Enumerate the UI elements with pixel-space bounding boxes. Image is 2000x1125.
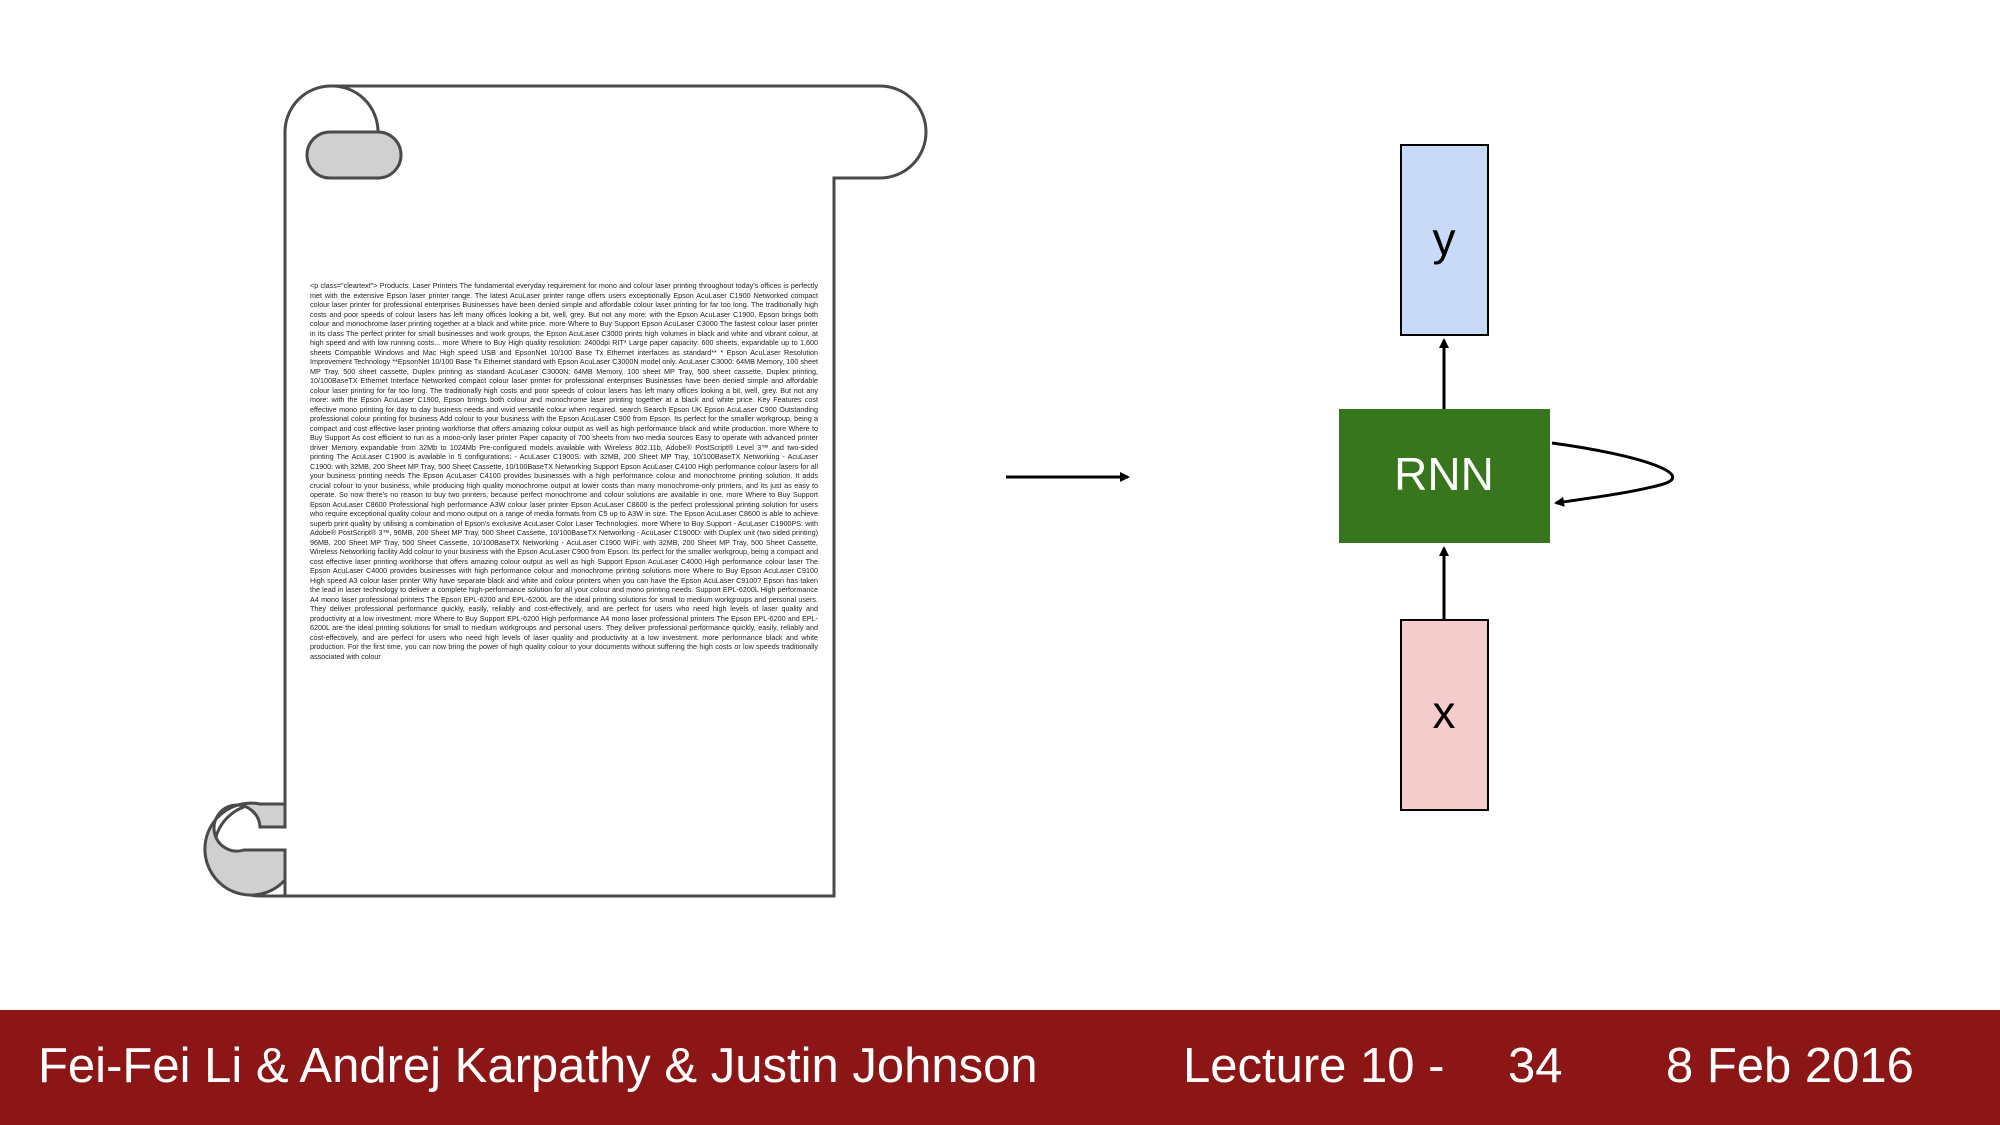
scroll-top-roll bbox=[305, 130, 403, 180]
footer-bar: Fei-Fei Li & Andrej Karpathy & Justin Jo… bbox=[0, 1010, 2000, 1125]
rnn-node-label: RNN bbox=[1394, 448, 1494, 500]
footer-authors: Fei-Fei Li & Andrej Karpathy & Justin Jo… bbox=[38, 1039, 1038, 1093]
output-node-label: y bbox=[1433, 213, 1456, 265]
input-node-label: x bbox=[1433, 686, 1456, 738]
footer-date: 8 Feb 2016 bbox=[1666, 1039, 1914, 1093]
footer-slide-number: 34 bbox=[1508, 1039, 1563, 1093]
scroll-top-loop bbox=[329, 84, 380, 133]
recurrent-loop-arrow bbox=[1551, 441, 1675, 507]
scroll-text: <p class="cleartext"> Products: Laser Pr… bbox=[310, 281, 818, 661]
output-node: y bbox=[1400, 144, 1489, 336]
input-node: x bbox=[1400, 619, 1489, 811]
rnn-diagram: y RNN x bbox=[203, 84, 1675, 898]
rnn-node: RNN bbox=[1339, 409, 1550, 543]
scroll-document bbox=[203, 84, 928, 898]
rnn-node-box bbox=[1339, 409, 1550, 543]
output-node-box bbox=[1400, 144, 1489, 336]
footer-lecture: Lecture 10 - bbox=[1183, 1039, 1445, 1093]
